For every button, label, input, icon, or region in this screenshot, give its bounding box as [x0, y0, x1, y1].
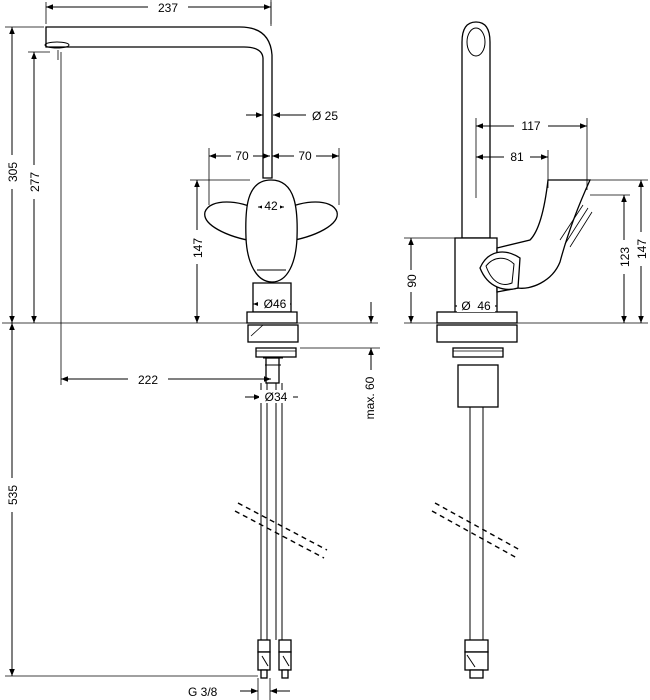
handle-wing-left: [204, 201, 259, 243]
dim-spout-diameter: Ø 25: [312, 109, 338, 123]
dim-shank-diameter: Ø34: [265, 390, 288, 404]
dim-lever-reach-outer: 117: [521, 119, 540, 133]
dim-hose-length: 535: [6, 485, 20, 505]
dim-base-diameter: Ø46: [264, 297, 287, 311]
dim-lever-reach-inner: 81: [510, 150, 524, 164]
side-view: 117 81 90 Ø 46 123 147: [403, 21, 649, 679]
dim-hose-thread: G 3/8: [188, 685, 218, 699]
dim-max-thickness: max. 60: [363, 376, 377, 419]
handle-body: [245, 179, 298, 283]
dim-handle-right: 70: [298, 149, 312, 163]
dim-handle-height: 147: [191, 238, 205, 258]
dim-handle-left: 70: [235, 149, 249, 163]
dim-side-base-diameter: Ø 46: [461, 299, 491, 313]
spout: [45, 26, 273, 179]
dim-handle-diameter: 42: [264, 199, 278, 213]
dim-total-height: 305: [6, 162, 20, 182]
dim-spout-reach-top: 237: [158, 1, 178, 15]
supply-hoses: [260, 383, 283, 640]
dim-spout-height: 277: [28, 172, 42, 192]
front-view: 237 Ø 25 70 70 42 147 Ø46 305: [2, 0, 380, 700]
dim-lever-height-inner: 123: [618, 247, 632, 267]
dim-side-body-height: 90: [405, 274, 419, 288]
dim-spout-reach-bottom: 222: [138, 373, 158, 387]
dim-lever-height-outer: 147: [635, 239, 649, 259]
